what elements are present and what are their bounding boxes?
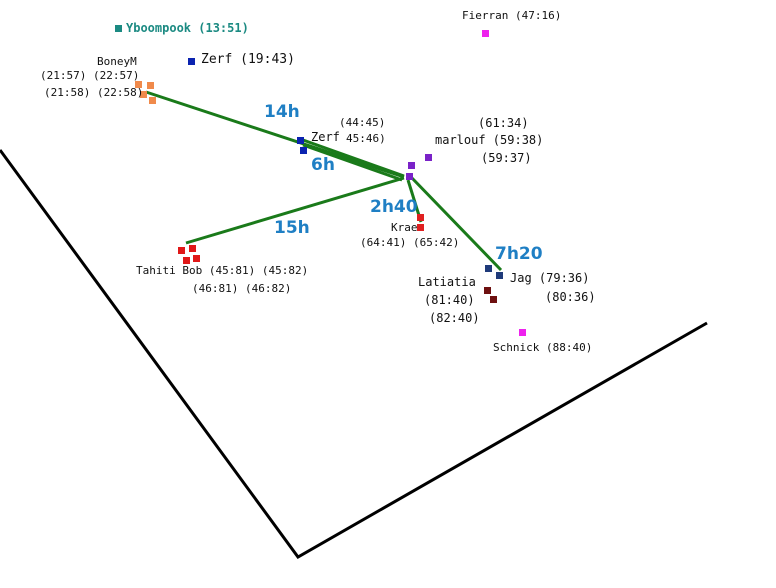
duration-krae: 2h40 — [370, 197, 418, 217]
label-tahiti-bob: Tahiti Bob (45:81) (45:82) — [136, 264, 309, 277]
village-latiatia-2[interactable] — [490, 296, 497, 303]
label-zerf-north: Zerf (19:43) — [201, 52, 295, 67]
village-zerf-1[interactable] — [297, 137, 304, 144]
duration-zerf: 6h — [311, 155, 335, 175]
village-latiatia-1[interactable] — [484, 287, 491, 294]
route-tahiti — [185, 176, 405, 245]
label-tahiti-coords-2: (46:81) (46:82) — [192, 282, 292, 295]
routes — [145, 90, 503, 272]
label-boneym-coords-2: (21:58) (22:58) — [44, 86, 144, 99]
village-boneym-1[interactable] — [135, 81, 142, 88]
label-marlouf-coords-1: (61:34) — [478, 116, 529, 130]
duration-tahiti: 15h — [274, 218, 310, 238]
village-marlouf-3[interactable] — [406, 173, 413, 180]
village-jag-2[interactable] — [496, 272, 503, 279]
route-boneym — [145, 90, 405, 179]
village-marlouf-1[interactable] — [408, 162, 415, 169]
village-boneym-2[interactable] — [147, 82, 154, 89]
village-yboompook[interactable] — [115, 25, 122, 32]
label-fierran: Fierran (47:16) — [462, 9, 562, 22]
village-tahiti-3[interactable] — [183, 257, 190, 264]
duration-jag: 7h20 — [495, 244, 543, 264]
village-boneym-4[interactable] — [149, 97, 156, 104]
label-marlouf-coords-3: (59:37) — [481, 151, 532, 165]
village-zerf-2[interactable] — [300, 147, 307, 154]
label-zerf: Zerf — [311, 130, 340, 144]
village-krae-2[interactable] — [417, 224, 424, 231]
village-krae-1[interactable] — [417, 214, 424, 221]
label-marlouf: marlouf (59:38) — [435, 133, 544, 147]
label-schnick: Schnick (88:40) — [493, 341, 593, 354]
label-jag: Jag (79:36) — [510, 271, 590, 285]
route-zerf-a — [302, 138, 405, 178]
village-fierran[interactable] — [482, 30, 489, 37]
villages — [115, 25, 526, 336]
route-jag — [409, 175, 503, 272]
label-boneym: BoneyM — [97, 55, 137, 68]
village-schnick[interactable] — [519, 329, 526, 336]
label-zerf-coords-1: (44:45) — [339, 116, 386, 129]
label-yboompook: Yboompook (13:51) — [126, 21, 249, 35]
label-krae: Krae — [391, 221, 418, 234]
label-zerf-coords-2: 45:46) — [346, 132, 386, 145]
label-jag-coords-2: (80:36) — [545, 290, 596, 304]
label-latiatia-coords-2: (82:40) — [429, 311, 480, 325]
village-tahiti-4[interactable] — [193, 255, 200, 262]
village-tahiti-2[interactable] — [189, 245, 196, 252]
label-boneym-coords-1: (21:57) (22:57) — [40, 69, 140, 82]
label-latiatia-coords-1: (81:40) — [424, 293, 475, 307]
territory-border — [0, 149, 708, 559]
village-boneym-3[interactable] — [140, 91, 147, 98]
village-zerf-north[interactable] — [188, 58, 195, 65]
village-jag-1[interactable] — [485, 265, 492, 272]
duration-boneym: 14h — [264, 102, 300, 122]
route-zerf-b — [302, 143, 403, 182]
village-marlouf-2[interactable] — [425, 154, 432, 161]
label-latiatia: Latiatia — [418, 275, 476, 289]
label-krae-coords: (64:41) (65:42) — [360, 236, 460, 249]
village-tahiti-1[interactable] — [178, 247, 185, 254]
